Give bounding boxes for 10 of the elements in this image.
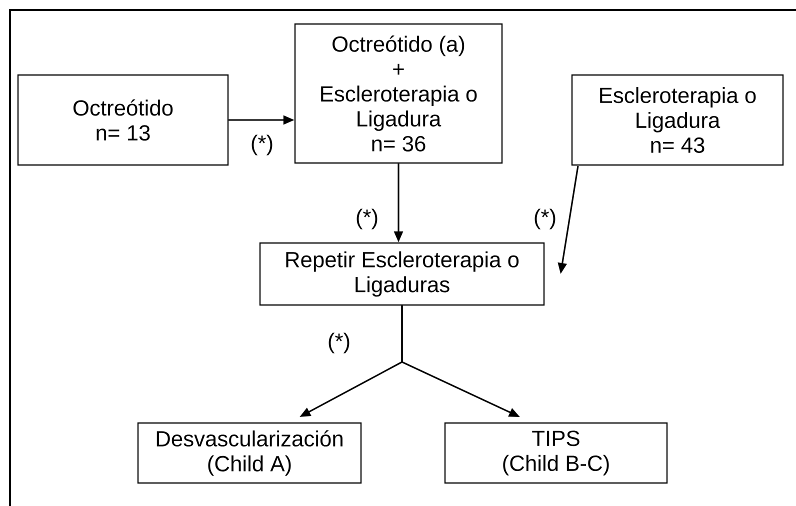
process-box: Repetir Escleroterapia o Ligaduras: [259, 242, 545, 306]
note-mark: (*): [534, 208, 556, 230]
note-mark: (*): [252, 134, 272, 156]
process-box: Octreótido n= 13: [17, 74, 229, 166]
note-mark: (*): [356, 208, 378, 230]
process-box: Escleroterapia o Ligadura n= 43: [571, 74, 784, 166]
process-box: Octreótido (a) + Escleroterapia o Ligadura n= 36: [294, 23, 503, 164]
process-box: TIPS (Child B-C): [444, 422, 668, 484]
note-mark: (*): [328, 332, 350, 354]
process-box: Desvascularización (Child A): [137, 422, 362, 484]
